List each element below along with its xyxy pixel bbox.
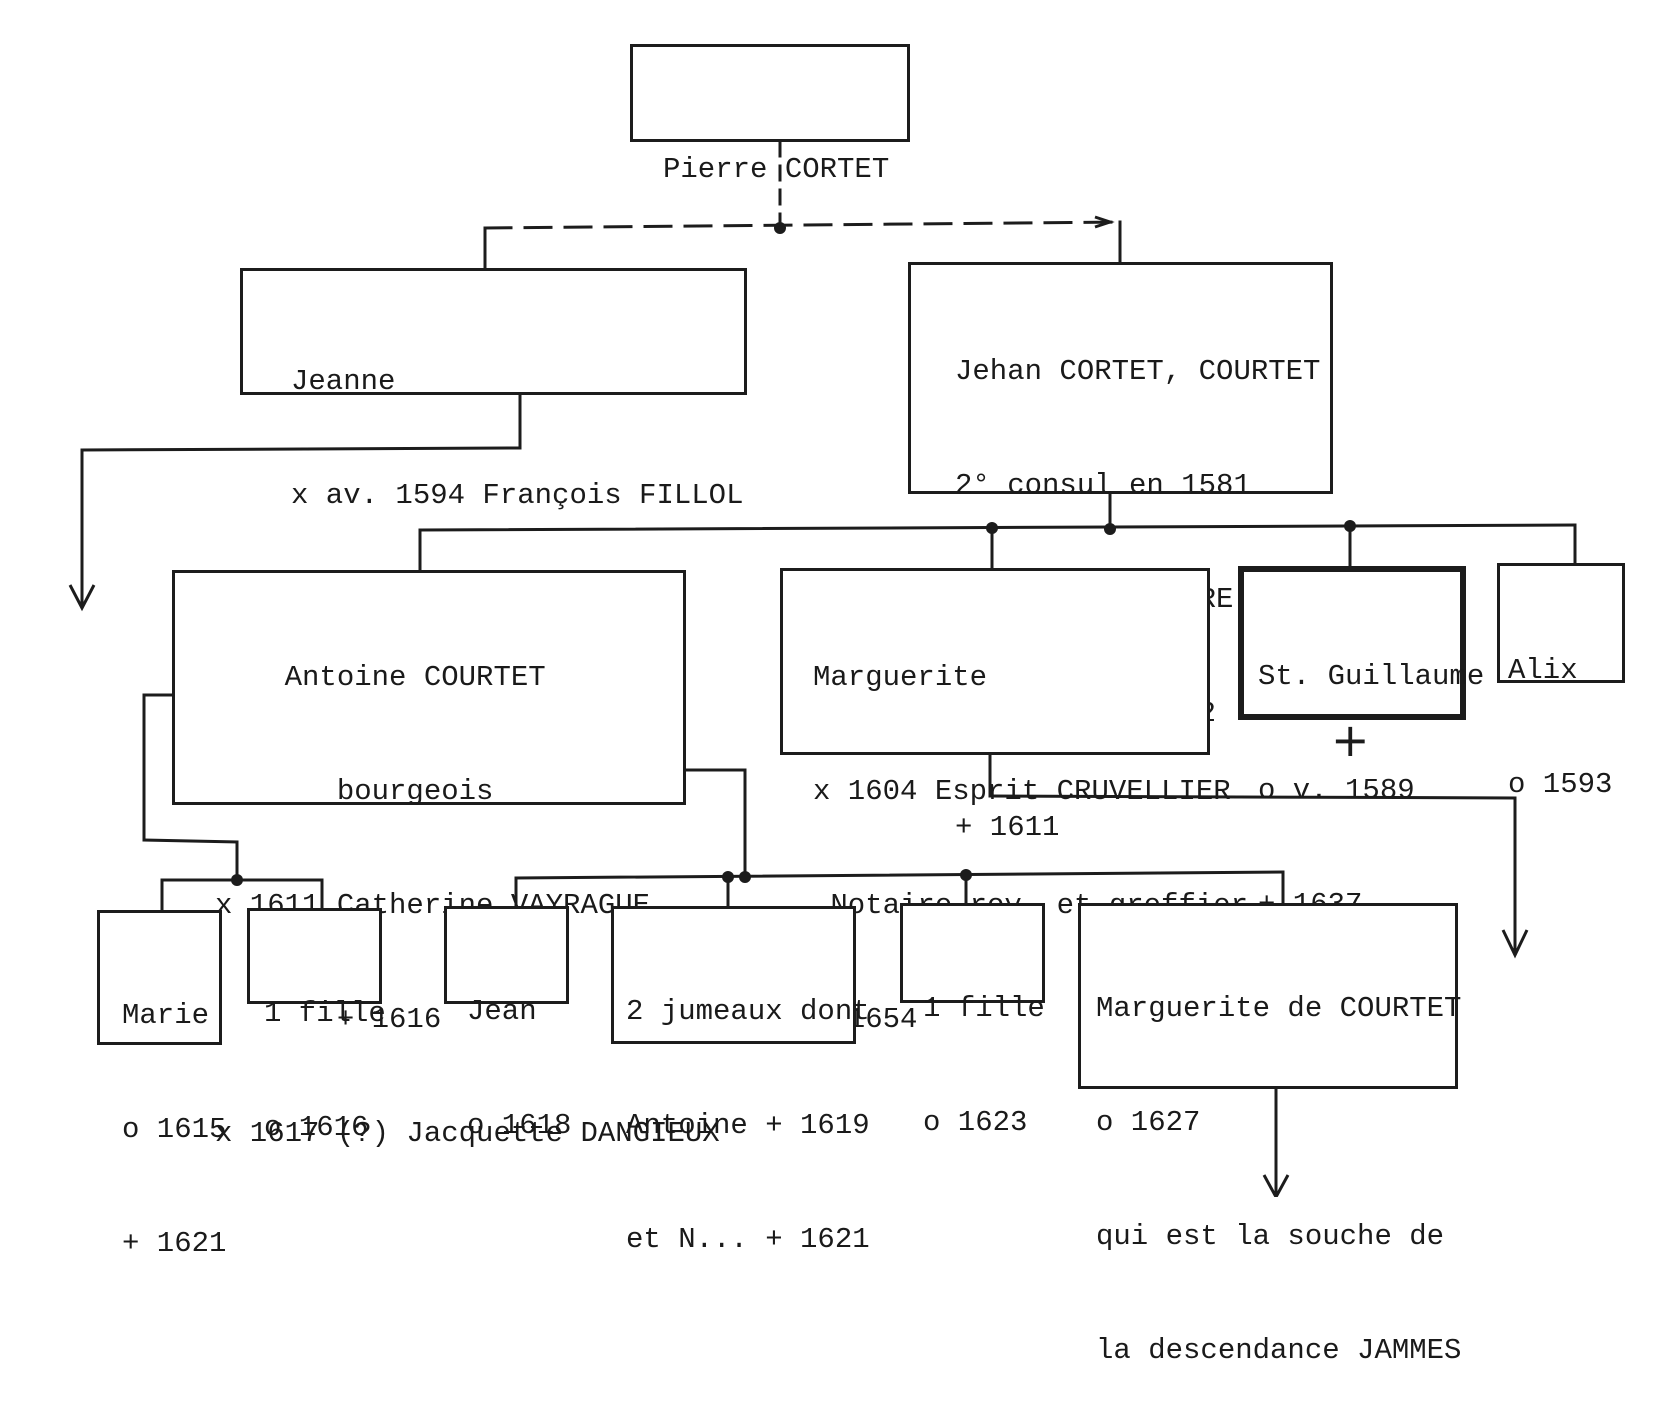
person-box-alix: Alix o 1593 bbox=[1497, 563, 1625, 801]
person-line: o 1615 bbox=[122, 1113, 227, 1146]
arrow-down-icon bbox=[1262, 1174, 1290, 1197]
person-line: Antoine + 1619 bbox=[626, 1109, 870, 1142]
person-line: x 1604 Esprit CRUVELLIER bbox=[813, 775, 1231, 808]
person-line: + 1611 bbox=[955, 811, 1060, 844]
person-line: Jehan CORTET, COURTET bbox=[955, 355, 1321, 388]
person-line: Marguerite de COURTET bbox=[1096, 992, 1462, 1025]
person-box-jean: Jean o 1618 bbox=[444, 906, 571, 1142]
arrow-down-icon bbox=[68, 584, 96, 612]
person-line: la descendance JAMMES bbox=[1096, 1334, 1462, 1367]
person-line: + 1621 bbox=[122, 1227, 227, 1260]
person-line: o v. 1589 bbox=[1258, 774, 1415, 807]
person-box-fille-1616: 1 fille o 1616 bbox=[247, 908, 386, 1144]
person-line: 1 fille bbox=[923, 992, 1045, 1025]
person-line: 2° consul en 1581 bbox=[955, 469, 1251, 502]
person-box-pierre-cortet: Pierre CORTET bbox=[630, 44, 910, 186]
person-line: qui est la souche de bbox=[1096, 1220, 1445, 1253]
person-box-jumeaux: 2 jumeaux dont Antoine + 1619 et N... + … bbox=[611, 906, 870, 1256]
person-box-fille-1623: 1 fille o 1623 bbox=[900, 903, 1045, 1139]
person-line: o 1618 bbox=[467, 1109, 572, 1142]
person-line: + 1616 bbox=[215, 1003, 442, 1036]
cross-icon: + bbox=[1331, 713, 1370, 767]
person-line: x av. 1594 François FILLOL bbox=[291, 479, 744, 512]
person-line: 1 fille bbox=[264, 997, 386, 1030]
person-line: Jeanne bbox=[291, 365, 396, 398]
person-box-jehan-cortet: Jehan CORTET, COURTET 2° consul en 1581 … bbox=[908, 262, 1333, 844]
person-line: o 1616 bbox=[264, 1111, 369, 1144]
person-box-antoine-courtet: Antoine COURTET bourgeois x 1611 Catheri… bbox=[172, 570, 720, 1150]
person-box-marguerite-de-courtet: Marguerite de COURTET o 1627 qui est la … bbox=[1078, 903, 1462, 1367]
person-line: et N... + 1621 bbox=[626, 1223, 870, 1256]
person-line: o 1593 bbox=[1508, 768, 1613, 801]
person-line: Alix bbox=[1508, 654, 1578, 687]
person-line: Antoine COURTET bbox=[215, 661, 546, 694]
person-box-marie: Marie o 1615 + 1621 bbox=[97, 910, 226, 1260]
person-line: St. Guillaume bbox=[1258, 660, 1485, 693]
person-box-marguerite: Marguerite x 1604 Esprit CRUVELLIER Nota… bbox=[780, 568, 1248, 1036]
person-line: o 1627 bbox=[1096, 1106, 1201, 1139]
person-line: Marie bbox=[122, 999, 210, 1032]
person-box-st-guillaume: St. Guillaume o v. 1589 + 1637 bbox=[1238, 566, 1485, 921]
person-line: o 1623 bbox=[923, 1106, 1028, 1139]
arrow-down-icon bbox=[1501, 929, 1529, 959]
person-box-jeanne: Jeanne x av. 1594 François FILLOL bbox=[240, 268, 747, 512]
person-line: 2 jumeaux dont bbox=[626, 995, 870, 1028]
person-line: Jean bbox=[467, 995, 537, 1028]
person-name: Pierre CORTET bbox=[663, 153, 890, 186]
person-line: bourgeois bbox=[215, 775, 494, 808]
genealogy-connectors bbox=[68, 140, 1577, 1197]
person-line: Marguerite bbox=[813, 661, 988, 694]
